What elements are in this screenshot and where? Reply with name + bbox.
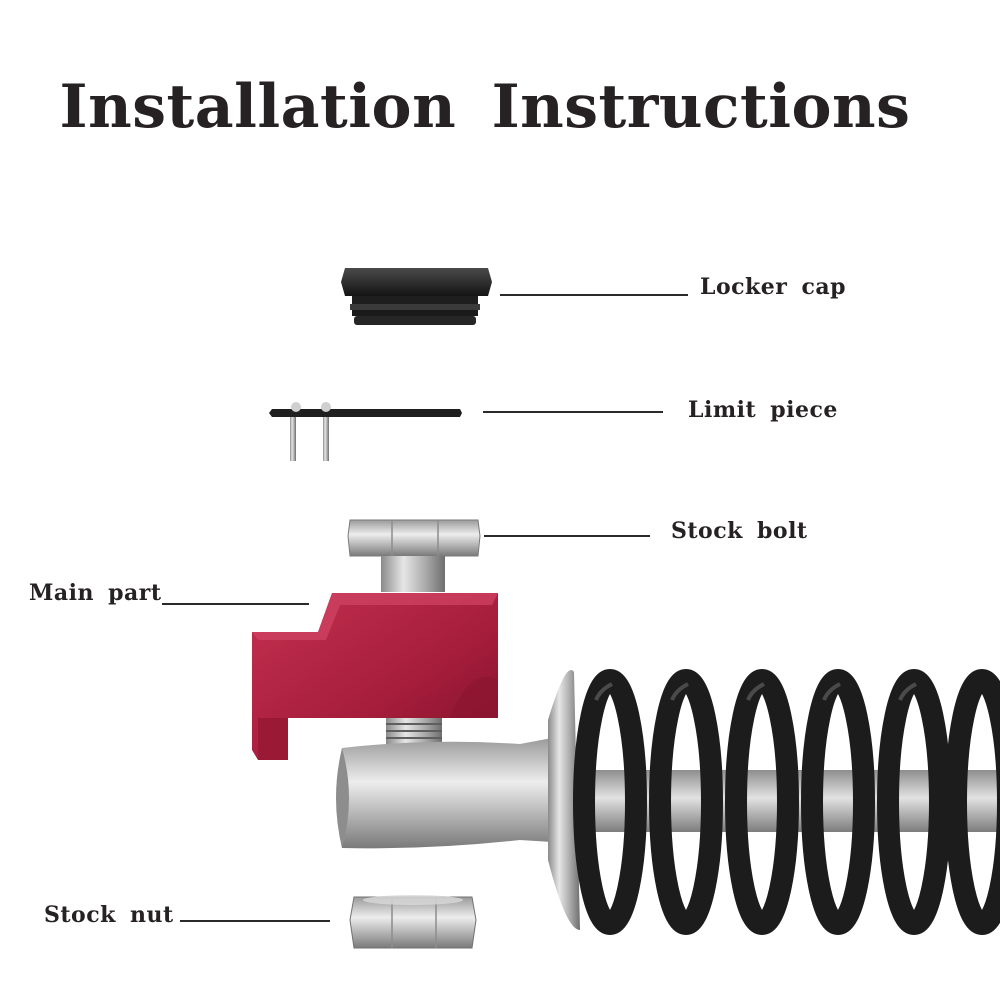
locker-cap-leader-line bbox=[500, 294, 688, 296]
locker-cap-label: Locker cap bbox=[700, 274, 847, 300]
stock-bolt-leader-line bbox=[484, 535, 650, 537]
main-part-leader-line bbox=[162, 603, 309, 605]
spring-highlight bbox=[594, 682, 917, 701]
main-part-label: Main part bbox=[29, 580, 162, 606]
limit-piece-leader-line bbox=[483, 411, 663, 413]
shock-eyelet bbox=[336, 738, 552, 849]
stock-nut-leader-line bbox=[180, 920, 330, 922]
stock-nut-part bbox=[349, 895, 477, 949]
page-title: Installation Instructions bbox=[59, 72, 911, 142]
locker-cap-part bbox=[341, 268, 492, 325]
coil-spring bbox=[573, 669, 1000, 935]
main-part bbox=[252, 593, 498, 760]
limit-piece-part bbox=[269, 402, 462, 461]
limit-piece-label: Limit piece bbox=[688, 397, 838, 423]
stock-bolt-label: Stock bolt bbox=[671, 518, 808, 544]
stock-nut-label: Stock nut bbox=[44, 902, 174, 928]
spring-retainer bbox=[548, 670, 580, 930]
stock-bolt-part bbox=[347, 519, 481, 592]
